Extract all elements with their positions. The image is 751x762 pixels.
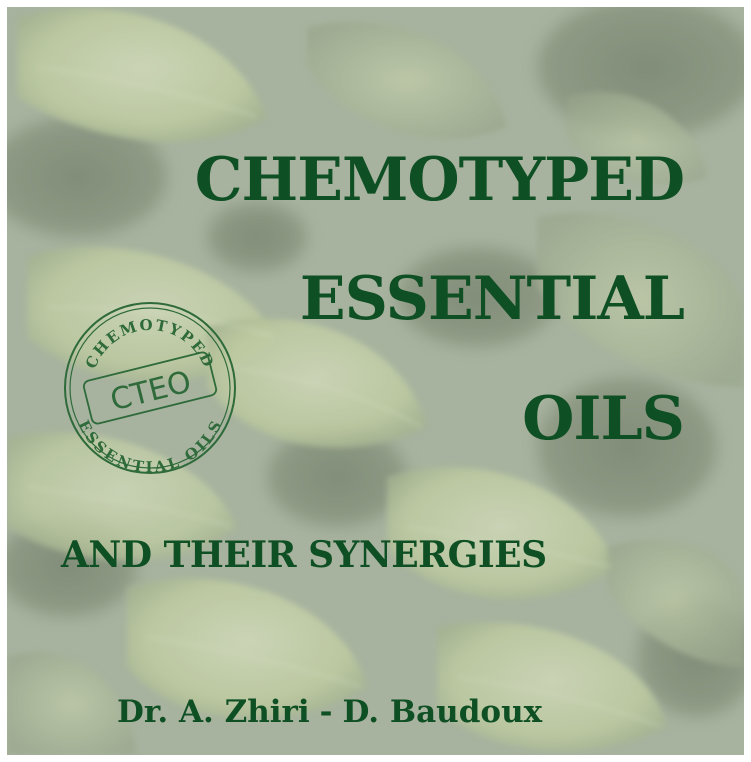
title-line-1: CHEMOTYPED: [194, 145, 685, 215]
title-line-2: ESSENTIAL: [299, 264, 685, 334]
author-separator: -: [319, 694, 333, 730]
subtitle: AND THEIR SYNERGIES: [61, 534, 547, 576]
seal-bottom-text: ESSENTIAL OILS: [74, 417, 225, 476]
author-1: Dr. A. Zhiri: [117, 694, 310, 730]
cteo-seal-stamp: CHEMOTYPED ESSENTIAL OILS CTEO: [64, 302, 236, 476]
seal-inner-ring: [69, 307, 231, 469]
leaf-background-image: [7, 7, 744, 755]
seal-outer-ring: [64, 302, 236, 474]
seal-label-box: [82, 351, 218, 425]
title-line-3: OILS: [522, 384, 685, 454]
authors-line: Dr. A. Zhiri-D. Baudoux: [117, 694, 542, 730]
book-cover: CHEMOTYPED ESSENTIAL OILS CHEMOTYPED ESS…: [7, 7, 744, 755]
author-2: D. Baudoux: [342, 694, 543, 730]
